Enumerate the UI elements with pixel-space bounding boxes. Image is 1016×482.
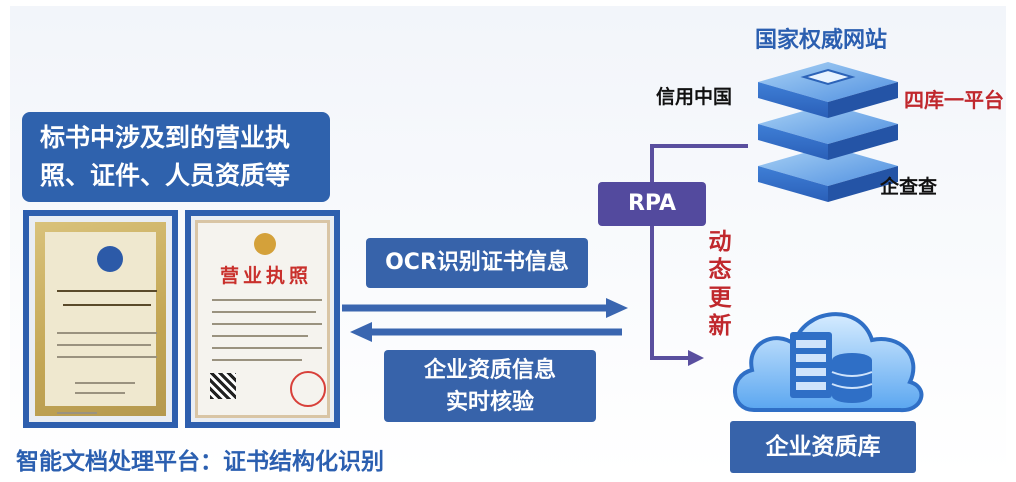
enterprise-qualification-db-label: 企业资质库 bbox=[730, 421, 916, 473]
documents-title-line-1: 标书中涉及到的营业执 bbox=[40, 123, 291, 152]
gov-site-title: 国家权威网站 bbox=[755, 28, 888, 53]
national-emblem-icon bbox=[254, 233, 276, 255]
verify-arrow-head bbox=[350, 322, 372, 342]
source-qichacha: 企查查 bbox=[880, 176, 938, 198]
dynamic-update-char: 更 bbox=[708, 285, 732, 311]
qualification-certificate-image bbox=[23, 210, 178, 428]
documents-title-line-2: 照、证件、人员资质等 bbox=[40, 161, 291, 190]
qr-code-icon bbox=[210, 373, 236, 399]
source-four-libraries: 四库一平台 bbox=[904, 88, 1004, 112]
verify-label-line-2: 实时核验 bbox=[445, 390, 534, 415]
emblem-icon bbox=[97, 246, 123, 272]
server-stack-icon bbox=[758, 62, 898, 202]
verify-label-box: 企业资质信息 实时核验 bbox=[384, 350, 596, 422]
rpa-connector-line bbox=[650, 144, 748, 360]
source-xinyong-china: 信用中国 bbox=[656, 86, 733, 108]
dynamic-update-char: 新 bbox=[708, 313, 732, 339]
red-seal-icon bbox=[290, 371, 326, 407]
license-heading: 营业执照 bbox=[220, 265, 313, 287]
ocr-label: OCR识别证书信息 bbox=[366, 238, 588, 288]
documents-title-box: 标书中涉及到的营业执 照、证件、人员资质等 bbox=[22, 112, 330, 202]
platform-caption: 智能文档处理平台：证书结构化识别 bbox=[16, 449, 384, 475]
verify-label-line-1: 企业资质信息 bbox=[423, 358, 556, 383]
rpa-label: RPA bbox=[598, 182, 706, 226]
dynamic-update-char: 态 bbox=[708, 257, 732, 283]
dynamic-update-label: 动 态 更 新 bbox=[706, 228, 734, 340]
business-license-image: 营业执照 bbox=[185, 210, 340, 428]
dynamic-update-char: 动 bbox=[708, 229, 732, 255]
rpa-arrow-head bbox=[688, 350, 704, 366]
cloud-database-icon bbox=[733, 312, 924, 413]
ocr-arrow-head bbox=[606, 298, 628, 318]
